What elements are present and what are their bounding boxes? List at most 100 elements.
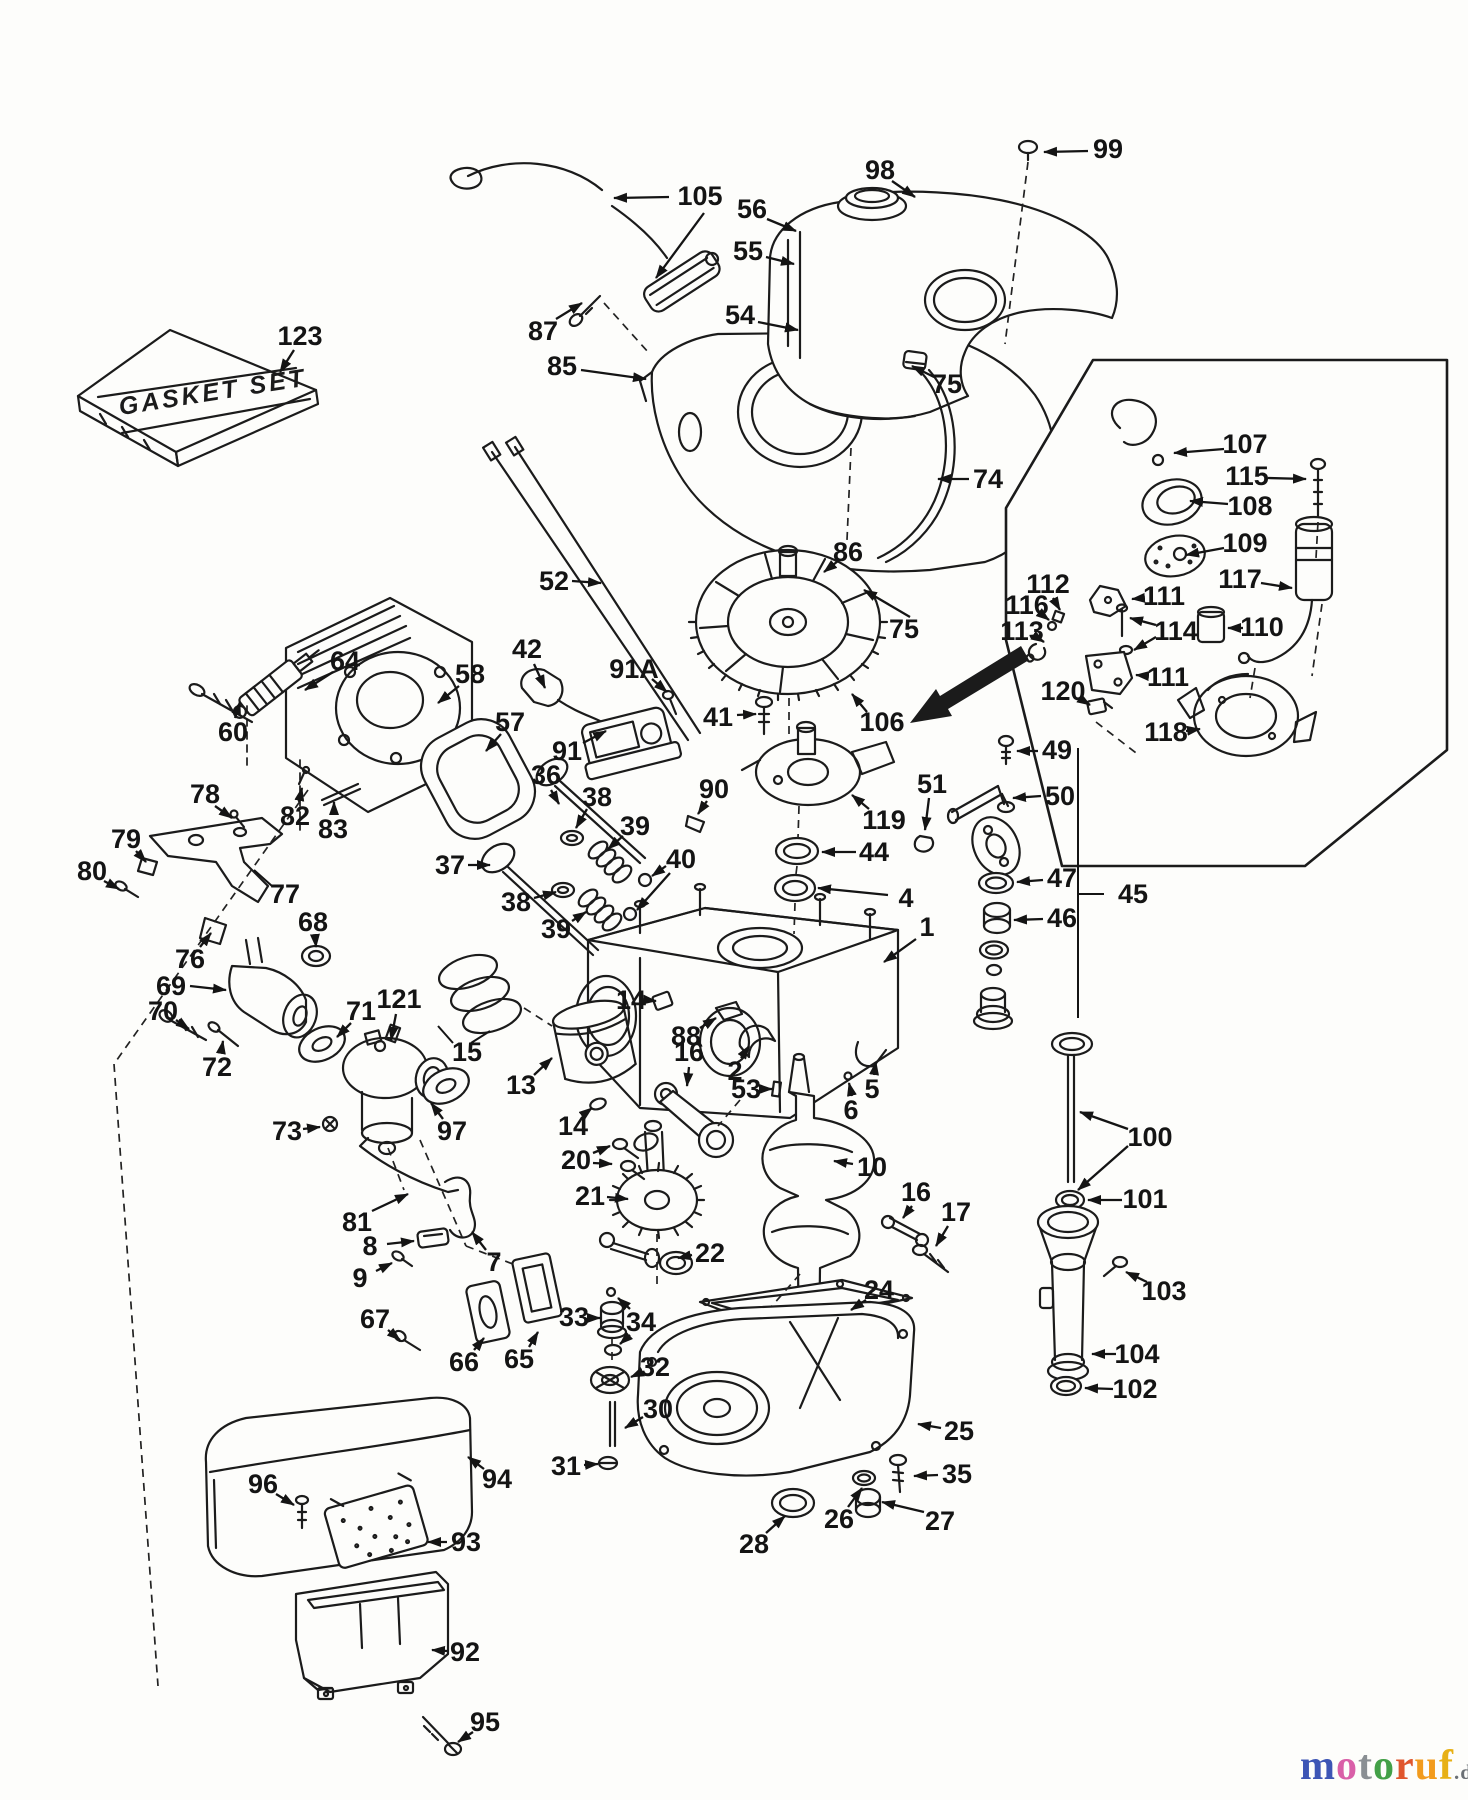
leader-arrow-82 [294,787,305,803]
leader-arrow-120 [1076,693,1091,706]
leader-arrow-36 [548,789,560,805]
camshaft-gear [608,1119,706,1240]
part-callout-56: 56 [737,194,767,224]
leader-arrow-118 [1185,725,1201,736]
part-callout-76: 76 [175,944,205,974]
assembly-axis-line [465,1245,519,1267]
leader-arrow-109 [1185,546,1225,558]
stator-plate [740,720,896,807]
leader-arrow-108 [1189,497,1229,508]
leader-arrow-88 [699,1017,717,1030]
leader-arrow-70 [175,1017,190,1030]
leader-arrow-67 [386,1327,401,1341]
part-callout-82: 82 [280,801,310,831]
leader-arrow-105 [655,212,705,279]
starter-rope-handle [449,162,721,313]
leader-line [253,869,273,887]
leader-arrow-50 [1012,792,1042,803]
leader-arrow-92 [431,1645,448,1656]
leader-arrow-94 [467,1456,485,1470]
leader-arrow-96 [275,1493,295,1506]
leader-arrow-55 [765,255,795,266]
leader-arrow-1 [883,938,917,963]
leader-arrow-91 [582,729,607,745]
leader-arrow-86 [823,560,839,573]
leader-arrow-75 [863,589,911,618]
part-callout-1: 1 [919,912,934,942]
part-callout-55: 55 [733,236,763,266]
part-callout-65: 65 [504,1344,534,1374]
part-callout-99: 99 [1093,134,1123,164]
leader-arrow-16 [902,1204,915,1219]
part-callout-57: 57 [495,707,525,737]
part-callout-32: 32 [640,1352,670,1382]
part-callout-40: 40 [666,844,696,874]
part-callout-14: 14 [616,985,646,1015]
assembly-axis-line [717,1099,741,1127]
part-callout-31: 31 [551,1451,581,1481]
leader-arrow-81 [371,1192,409,1213]
leader-arrow-91A [651,678,668,693]
leader-arrow-9 [375,1261,393,1274]
part-callout-41: 41 [703,702,733,732]
part-callout-101: 101 [1122,1184,1167,1214]
leader-arrow-5 [869,1061,879,1076]
part-callout-42: 42 [512,634,542,664]
leader-arrow-90 [697,800,710,815]
leader-arrow-69 [189,983,227,994]
part-callout-95: 95 [470,1707,500,1737]
reed-plate-group [393,1252,563,1352]
leader-arrow-26 [847,1487,863,1508]
part-callout-105: 105 [677,181,722,211]
leader-arrow-8 [386,1237,415,1248]
leader-arrow-27 [881,1500,925,1514]
part-callout-38: 38 [501,887,531,917]
part-callout-4: 4 [898,883,913,913]
leader-arrow-102 [1084,1383,1114,1394]
part-callout-90: 90 [699,774,729,804]
leader-arrow-68 [309,933,320,948]
part-callout-30: 30 [643,1394,673,1424]
part-callout-111: 111 [1147,662,1189,692]
leader-arrow-40 [651,864,667,877]
leader-arrow-73 [302,1123,321,1134]
watermark-motoruf: motoruf.de [1300,1742,1468,1790]
leader-arrow-57 [485,733,502,752]
leader-arrow-117 [1260,580,1293,591]
leader-arrow-75 [911,364,935,379]
part-callout-9: 9 [352,1263,367,1293]
part-callout-113: 113 [1000,616,1044,646]
leader-arrow-80 [103,878,120,891]
assembly-axis-line [846,447,852,541]
leader-arrow-105 [613,192,670,203]
leader-arrow-56 [766,217,797,233]
leader-arrow-79 [133,849,147,863]
part-callout-81: 81 [342,1207,372,1237]
part-callout-107: 107 [1222,429,1267,459]
assembly-axis-line [1004,161,1029,345]
part-callout-121: 121 [376,984,421,1014]
part-callout-92: 92 [450,1637,480,1667]
leader-arrow-111 [1131,592,1146,603]
leader-arrow-87 [555,302,583,320]
cylinder-head-group [188,596,537,840]
part-callout-98: 98 [865,155,895,185]
watermark-letter: u [1414,1743,1440,1789]
assembly-axis-line [387,1147,405,1191]
leader-line [470,1030,491,1044]
part-callout-33: 33 [559,1302,589,1332]
leader-arrow-107 [1173,446,1225,457]
part-callout-28: 28 [739,1529,769,1559]
leader-arrow-14 [642,994,657,1005]
part-callout-104: 104 [1114,1339,1159,1369]
air-cleaner-group [204,1396,474,1757]
piston-and-rod [437,953,783,1159]
part-callout-78: 78 [190,779,220,809]
part-callout-74: 74 [973,464,1003,494]
leader-arrow-16 [683,1066,694,1087]
leader-arrow-52 [571,577,602,588]
leader-arrow-116 [1035,608,1050,621]
part-callout-2: 2 [727,1056,742,1086]
oil-seals [773,836,820,903]
watermark-letter: o [1336,1743,1358,1789]
